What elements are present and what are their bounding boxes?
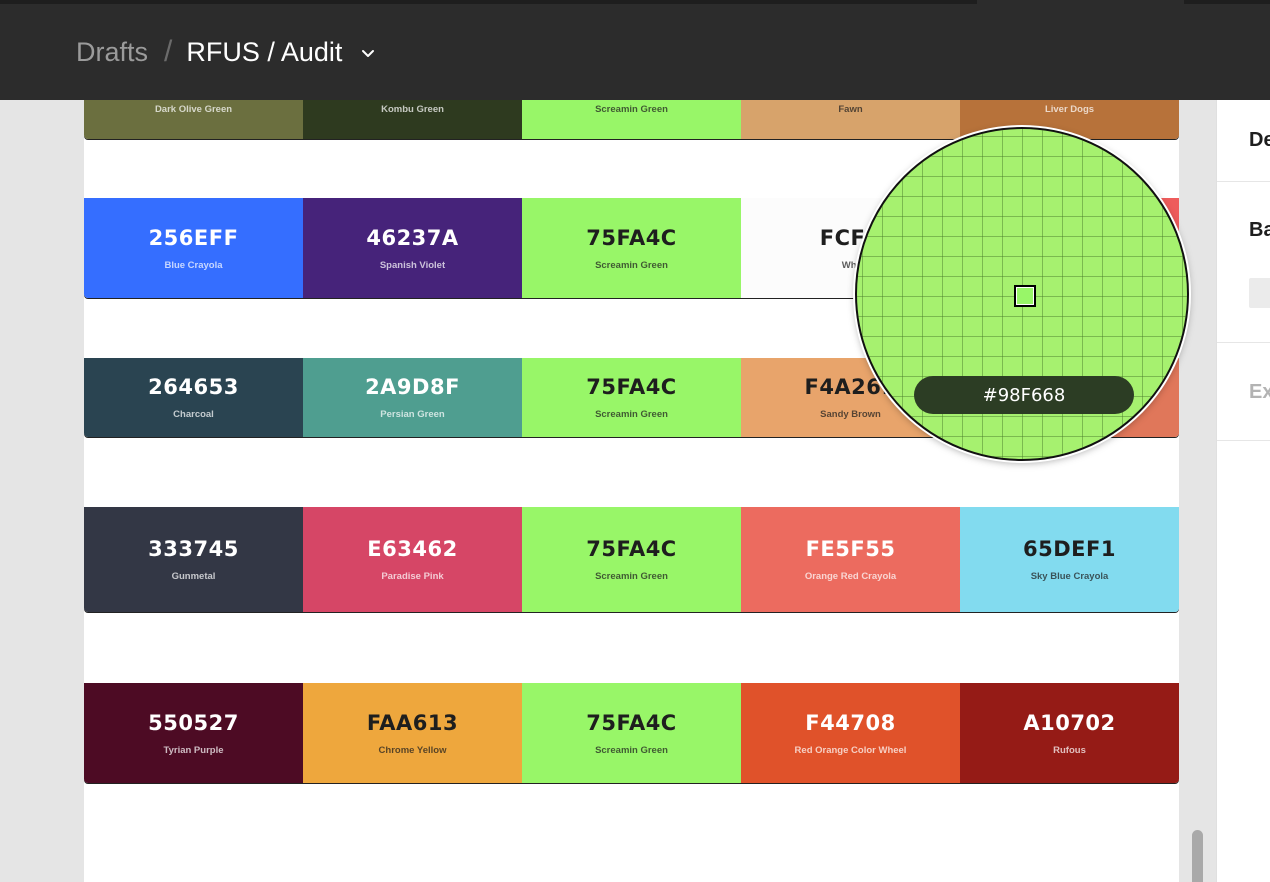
color-swatch[interactable]: 75FA4C Screamin Green xyxy=(522,683,741,783)
swatch-hex: FAA613 xyxy=(366,710,459,735)
color-swatch[interactable]: Kombu Green xyxy=(303,100,522,139)
swatch-hex: 46237A xyxy=(366,225,459,250)
swatch-hex: 65DEF1 xyxy=(1023,537,1116,561)
color-picker-loupe: #98F668 xyxy=(855,127,1189,461)
file-name[interactable]: RFUS / Audit xyxy=(186,36,343,67)
swatch-hex: 333745 xyxy=(148,537,239,561)
color-swatch[interactable]: Fawn xyxy=(741,100,960,139)
swatch-name: Red Orange Color Wheel xyxy=(794,744,907,756)
swatch-name: Spanish Violet xyxy=(379,259,446,271)
panel-section-background[interactable]: Ba xyxy=(1217,182,1270,343)
swatch-name: Sky Blue Crayola xyxy=(1030,571,1109,582)
background-color-input[interactable] xyxy=(1249,278,1270,308)
swatch-hex: 256EFF xyxy=(148,225,239,250)
swatch-name: Kombu Green xyxy=(381,104,444,115)
swatch-name: Orange Red Crayola xyxy=(804,571,897,582)
breadcrumb-separator: / xyxy=(164,35,173,68)
breadcrumb: Drafts / RFUS / Audit xyxy=(76,34,378,70)
swatch-hex: 550527 xyxy=(148,710,239,735)
palette-row[interactable]: Dark Olive Green Kombu Green Screamin Gree… xyxy=(84,100,1179,139)
swatch-name: Gunmetal xyxy=(171,571,216,582)
color-swatch[interactable]: 75FA4C Screamin Green xyxy=(522,198,741,298)
vertical-scrollbar[interactable] xyxy=(1192,830,1203,882)
swatch-name: Rufous xyxy=(1053,744,1086,756)
swatch-name: Whi xyxy=(841,259,860,271)
swatch-hex: FE5F55 xyxy=(805,537,896,561)
panel-section-export[interactable]: Ex xyxy=(1217,343,1270,441)
swatch-name: Screamin Green xyxy=(595,744,668,756)
color-swatch[interactable]: 256EFF Blue Crayola xyxy=(84,198,303,298)
panel-section-design[interactable]: De xyxy=(1217,100,1270,182)
swatch-name: Screamin Green xyxy=(595,409,668,420)
swatch-name: Dark Olive Green xyxy=(154,104,233,115)
chevron-down-icon[interactable] xyxy=(358,44,378,64)
swatch-hex: 75FA4C xyxy=(586,710,677,735)
properties-panel: De Ba Ex xyxy=(1216,100,1270,882)
swatch-name: Chrome Yellow xyxy=(378,744,447,756)
swatch-name: Tyrian Purple xyxy=(163,744,224,756)
color-swatch[interactable]: 46237A Spanish Violet xyxy=(303,198,522,298)
color-swatch[interactable]: 2A9D8F Persian Green xyxy=(303,358,522,437)
swatch-name: Screamin Green xyxy=(595,259,668,271)
swatch-hex: 2A9D8F xyxy=(365,375,460,399)
panel-section-label: Ex xyxy=(1249,381,1270,403)
swatch-name: Charcoal xyxy=(173,409,214,420)
color-swatch[interactable]: Screamin Green xyxy=(522,100,741,139)
swatch-hex: 75FA4C xyxy=(586,375,677,399)
swatch-hex: A10702 xyxy=(1023,710,1116,735)
swatch-name: Fawn xyxy=(838,104,863,115)
color-swatch[interactable]: 75FA4C Screamin Green xyxy=(522,507,741,612)
picker-crosshair xyxy=(1014,285,1036,307)
color-swatch[interactable]: Dark Olive Green xyxy=(84,100,303,139)
tab-strip xyxy=(0,0,1270,4)
breadcrumb-drafts-link[interactable]: Drafts xyxy=(76,36,149,67)
swatch-hex: 75FA4C xyxy=(586,225,677,250)
picked-color-hex: #98F668 xyxy=(914,376,1134,414)
swatch-name: Screamin Green xyxy=(595,571,668,582)
swatch-name: Liver Dogs xyxy=(1044,104,1095,115)
swatch-name: Paradise Pink xyxy=(381,571,444,582)
panel-section-label: De xyxy=(1249,129,1270,151)
color-swatch[interactable]: 75FA4C Screamin Green xyxy=(522,358,741,437)
swatch-name: Persian Green xyxy=(380,409,445,420)
swatch-name: Blue Crayola xyxy=(164,259,223,271)
swatch-name: Sandy Brown xyxy=(820,409,881,420)
swatch-hex: 264653 xyxy=(148,375,239,399)
top-toolbar: Drafts / RFUS / Audit xyxy=(0,0,1270,100)
swatch-hex: 75FA4C xyxy=(586,537,677,561)
panel-section-label: Ba xyxy=(1249,219,1270,241)
swatch-hex: E63462 xyxy=(367,537,458,561)
active-tab-indicator xyxy=(977,0,1184,4)
swatch-name: Screamin Green xyxy=(595,104,668,115)
swatch-hex: F44708 xyxy=(805,710,896,735)
